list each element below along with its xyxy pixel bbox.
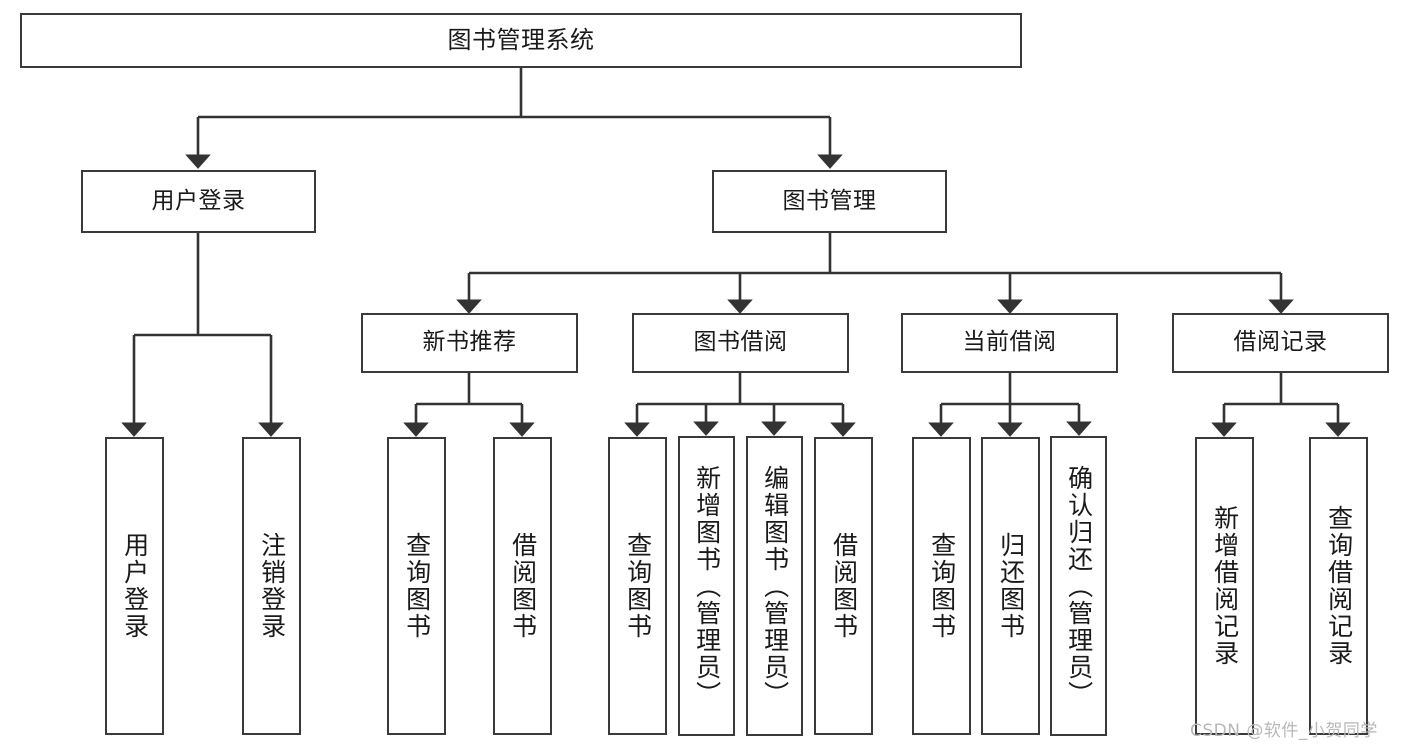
leaf-add-record[interactable]: 新增借阅记录 — [1195, 437, 1254, 735]
leaf-query-book-3[interactable]: 查询图书 — [912, 437, 971, 735]
leaf-add-book-label: 新增图书（管理员） — [692, 464, 722, 708]
node-current-borrow[interactable]: 当前借阅 — [901, 313, 1118, 373]
leaf-logout-label: 注销登录 — [257, 532, 287, 640]
node-user-login[interactable]: 用户登录 — [81, 170, 316, 233]
node-borrow-record-label: 借阅记录 — [1233, 329, 1328, 356]
leaf-edit-book[interactable]: 编辑图书（管理员） — [746, 436, 803, 736]
node-user-login-label: 用户登录 — [151, 187, 246, 214]
leaf-query-book-1[interactable]: 查询图书 — [387, 437, 446, 735]
leaf-logout[interactable]: 注销登录 — [242, 437, 301, 735]
leaf-query-record[interactable]: 查询借阅记录 — [1309, 437, 1368, 735]
leaf-user-login[interactable]: 用户登录 — [105, 437, 164, 735]
node-book-borrow-label: 图书借阅 — [693, 329, 788, 356]
leaf-query-record-label: 查询借阅记录 — [1324, 505, 1354, 667]
leaf-query-book-2[interactable]: 查询图书 — [608, 437, 667, 735]
leaf-borrow-book-1-label: 借阅图书 — [508, 532, 538, 640]
leaf-return-book-label: 归还图书 — [996, 532, 1026, 640]
csdn-watermark: CSDN @软件_小贺同学 — [1190, 721, 1378, 741]
node-new-book-rec[interactable]: 新书推荐 — [361, 313, 578, 373]
leaf-borrow-book-2[interactable]: 借阅图书 — [814, 437, 873, 735]
leaf-query-book-3-label: 查询图书 — [927, 532, 957, 640]
node-borrow-record[interactable]: 借阅记录 — [1172, 313, 1389, 373]
leaf-add-record-label: 新增借阅记录 — [1210, 505, 1240, 667]
leaf-borrow-book-2-label: 借阅图书 — [829, 532, 859, 640]
node-current-borrow-label: 当前借阅 — [962, 329, 1057, 356]
leaf-borrow-book-1[interactable]: 借阅图书 — [493, 437, 552, 735]
node-book-borrow[interactable]: 图书借阅 — [632, 313, 849, 373]
node-new-book-rec-label: 新书推荐 — [422, 329, 517, 356]
leaf-confirm-return[interactable]: 确认归还（管理员） — [1050, 436, 1107, 736]
leaf-query-book-1-label: 查询图书 — [402, 532, 432, 640]
node-book-manage-label: 图书管理 — [782, 187, 877, 214]
leaf-add-book[interactable]: 新增图书（管理员） — [678, 436, 735, 736]
node-book-manage[interactable]: 图书管理 — [712, 170, 947, 233]
leaf-confirm-return-label: 确认归还（管理员） — [1064, 464, 1094, 708]
leaf-edit-book-label: 编辑图书（管理员） — [760, 464, 790, 708]
node-root-label: 图书管理系统 — [447, 26, 595, 55]
leaf-return-book[interactable]: 归还图书 — [981, 437, 1040, 735]
node-root[interactable]: 图书管理系统 — [20, 13, 1022, 68]
leaf-user-login-label: 用户登录 — [120, 532, 150, 640]
leaf-query-book-2-label: 查询图书 — [623, 532, 653, 640]
